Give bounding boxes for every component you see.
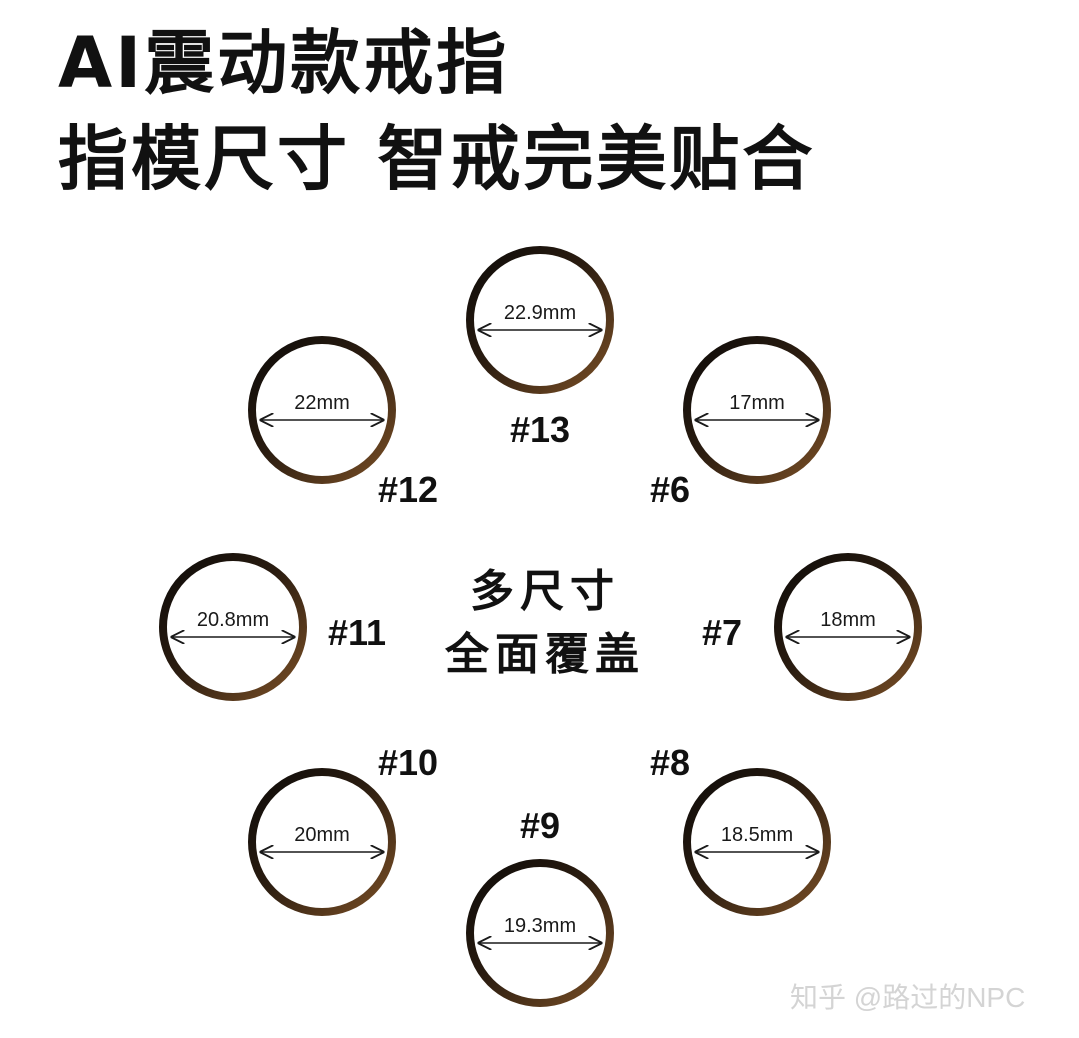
- ring-diameter-label: 19.3mm: [504, 915, 576, 937]
- ring-circle: [466, 246, 614, 394]
- ring-size-number: #9: [520, 805, 560, 846]
- ring-diameter-label: 22mm: [294, 392, 350, 414]
- ring-diameter-label: 20.8mm: [197, 609, 269, 631]
- ring-circle: [466, 859, 614, 1007]
- ring-size-6: 17mm #6: [650, 336, 831, 510]
- ring-circle: [683, 768, 831, 916]
- ring-circle: [248, 768, 396, 916]
- ring-size-8: 18.5mm #8: [650, 742, 831, 916]
- watermark: 知乎 @路过的NPC: [790, 982, 1026, 1013]
- ring-diameter-label: 22.9mm: [504, 302, 576, 324]
- center-caption-line-2: 全面覆盖: [445, 629, 645, 680]
- ring-size-9: 19.3mm #9: [466, 805, 614, 1007]
- center-caption-line-1: 多尺寸: [470, 566, 620, 617]
- ring-size-number: #6: [650, 469, 690, 510]
- ring-size-number: #11: [328, 612, 386, 653]
- ring-size-13: 22.9mm #13: [466, 246, 614, 450]
- title-line-1: AI震动款戒指: [58, 22, 510, 104]
- ring-diameter-label: 20mm: [294, 824, 350, 846]
- ring-size-number: #13: [510, 409, 570, 450]
- ring-size-number: #10: [378, 742, 438, 783]
- ring-circle: [248, 336, 396, 484]
- ring-circle: [683, 336, 831, 484]
- ring-circle: [774, 553, 922, 701]
- ring-size-11: 20.8mm #11: [159, 553, 386, 701]
- title-line-2: 指模尺寸 智戒完美贴合: [58, 118, 816, 200]
- ring-size-number: #8: [650, 742, 690, 783]
- ring-size-number: #12: [378, 469, 438, 510]
- ring-circle: [159, 553, 307, 701]
- ring-diameter-label: 17mm: [729, 392, 785, 414]
- ring-diameter-label: 18.5mm: [721, 824, 793, 846]
- ring-size-7: 18mm #7: [702, 553, 922, 701]
- ring-size-12: 22mm #12: [248, 336, 438, 510]
- ring-size-10: 20mm #10: [248, 742, 438, 916]
- ring-size-number: #7: [702, 612, 742, 653]
- ring-diameter-label: 18mm: [820, 609, 876, 631]
